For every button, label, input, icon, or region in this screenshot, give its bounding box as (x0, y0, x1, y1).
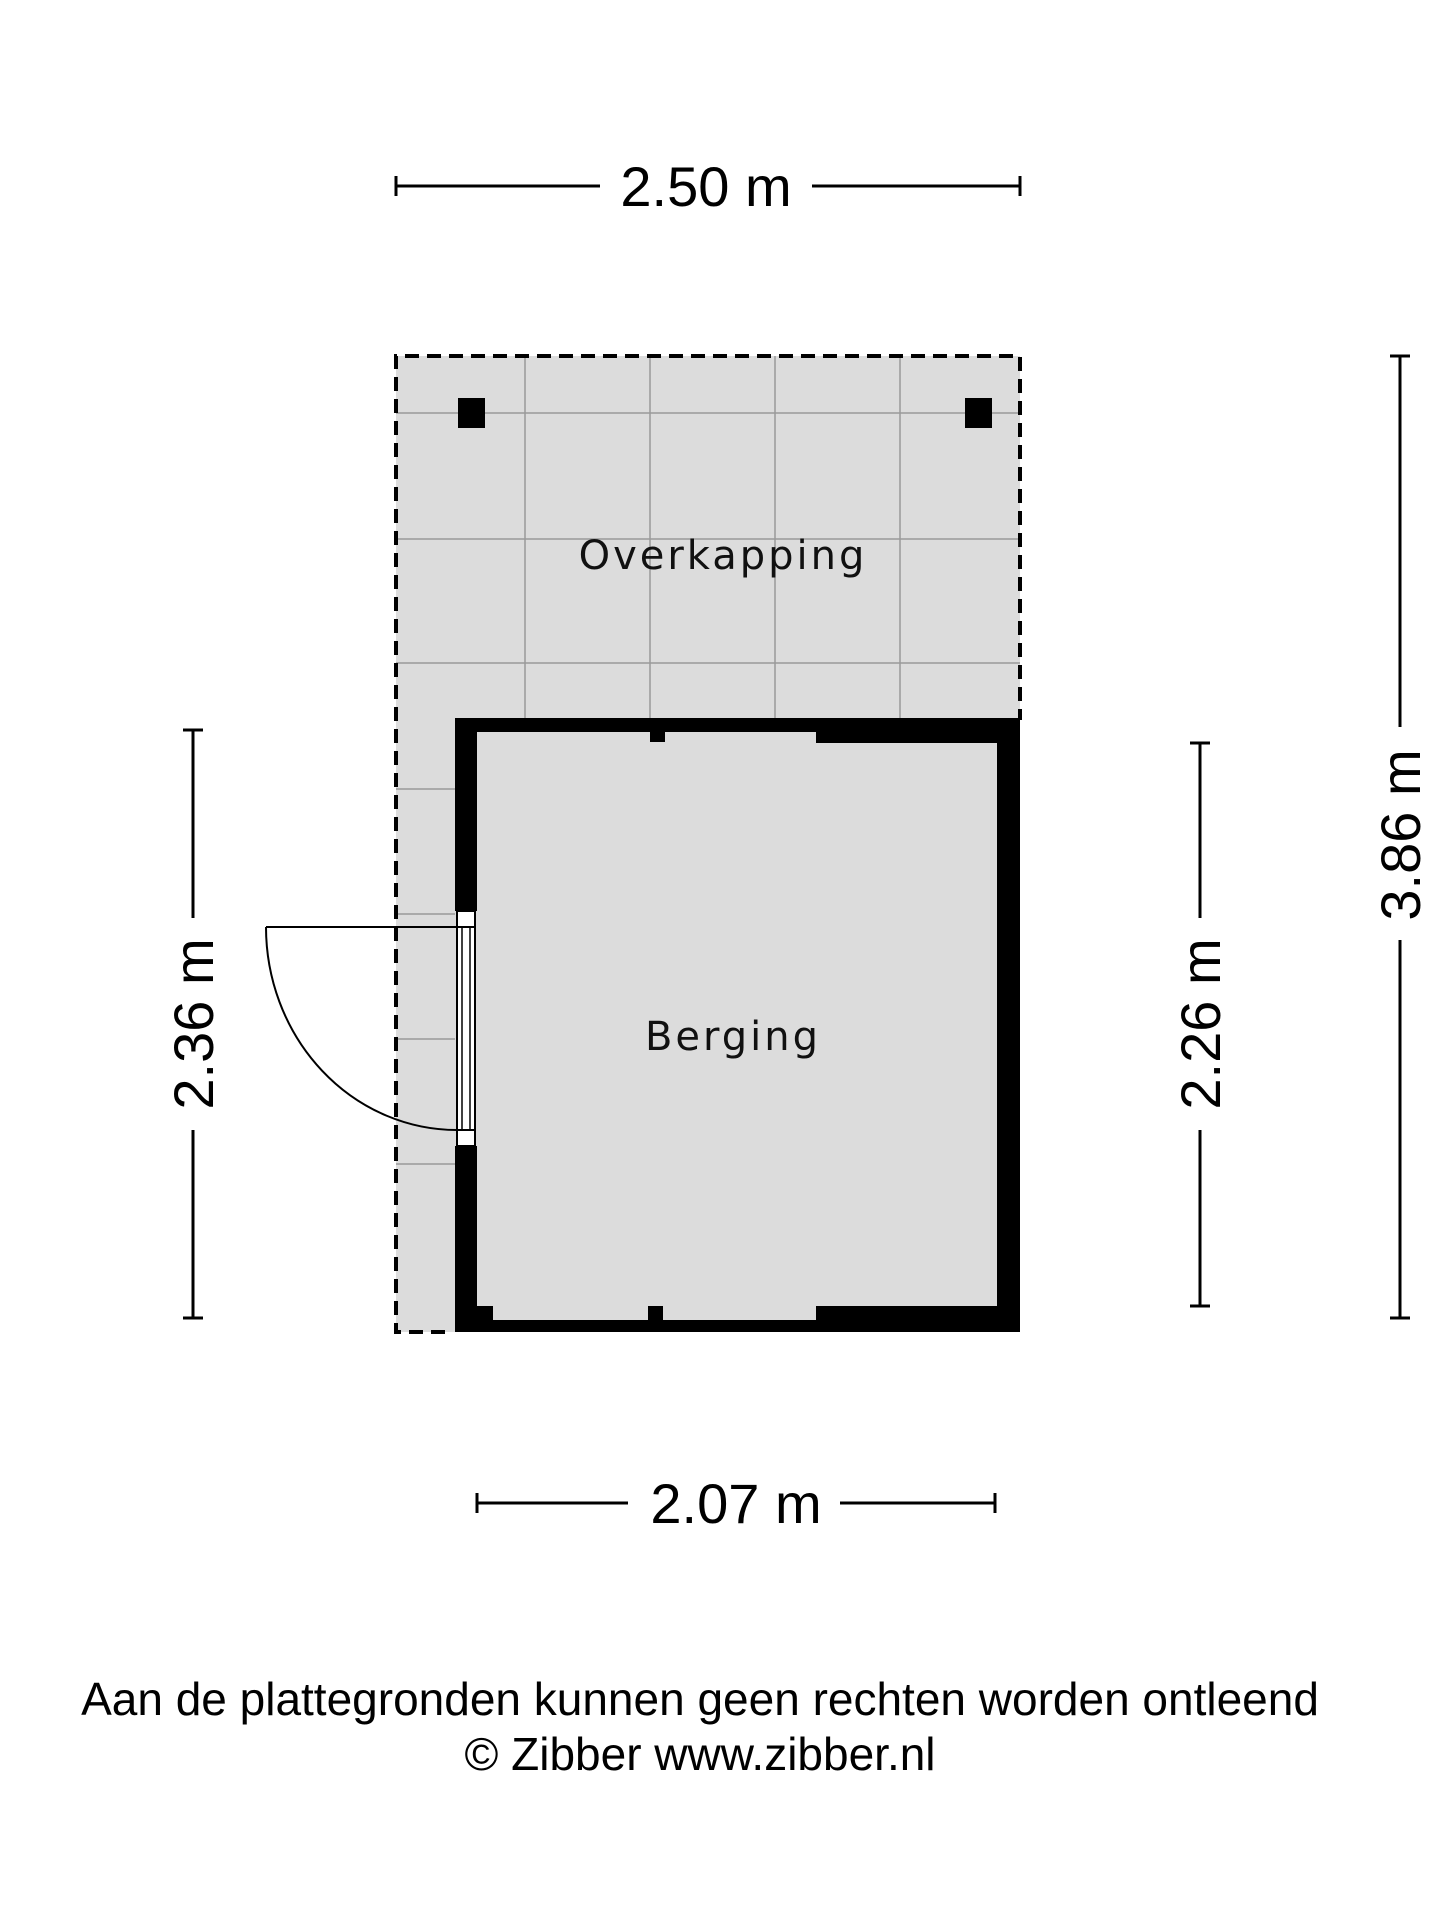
label-overkapping: Overkapping (579, 533, 868, 579)
storage-floor (477, 732, 997, 1306)
storage-room (265, 718, 1020, 1332)
door-swing-arc (265, 926, 458, 1131)
disclaimer-text: Aan de plattegronden kunnen geen rechten… (81, 1673, 1319, 1725)
wall-right (997, 718, 1020, 1332)
wall-left-lower (455, 1146, 477, 1332)
door-frame (456, 910, 476, 1147)
dimension-outer-right-label: 3.86 m (1369, 749, 1432, 920)
label-berging: Berging (645, 1014, 821, 1060)
wall-top-thick (816, 718, 1020, 743)
dimension-inner-right-label: 2.26 m (1169, 938, 1232, 1109)
wall-bottom-thick (816, 1306, 1020, 1332)
covered-area-outline (394, 354, 1022, 1334)
dimension-bottom-label: 2.07 m (650, 1472, 821, 1535)
dimension-top-label: 2.50 m (620, 155, 791, 218)
post (458, 398, 485, 428)
dimension-bottom (475, 1493, 997, 1513)
dimension-inner-right (1190, 741, 1210, 1308)
wall-nub (650, 732, 665, 742)
wall-left-upper (455, 718, 477, 911)
post (965, 398, 992, 428)
copyright-text: © Zibber www.zibber.nl (464, 1728, 936, 1780)
walls (455, 718, 1020, 1332)
dimension-left-label: 2.36 m (162, 938, 225, 1109)
dimension-outer-right (1390, 354, 1410, 1320)
dimension-left (183, 728, 203, 1320)
tile-grid (396, 356, 1020, 1165)
wall-nub (477, 1306, 493, 1320)
door (265, 910, 476, 1147)
wall-nub (648, 1306, 663, 1320)
dimension-top (394, 176, 1022, 196)
